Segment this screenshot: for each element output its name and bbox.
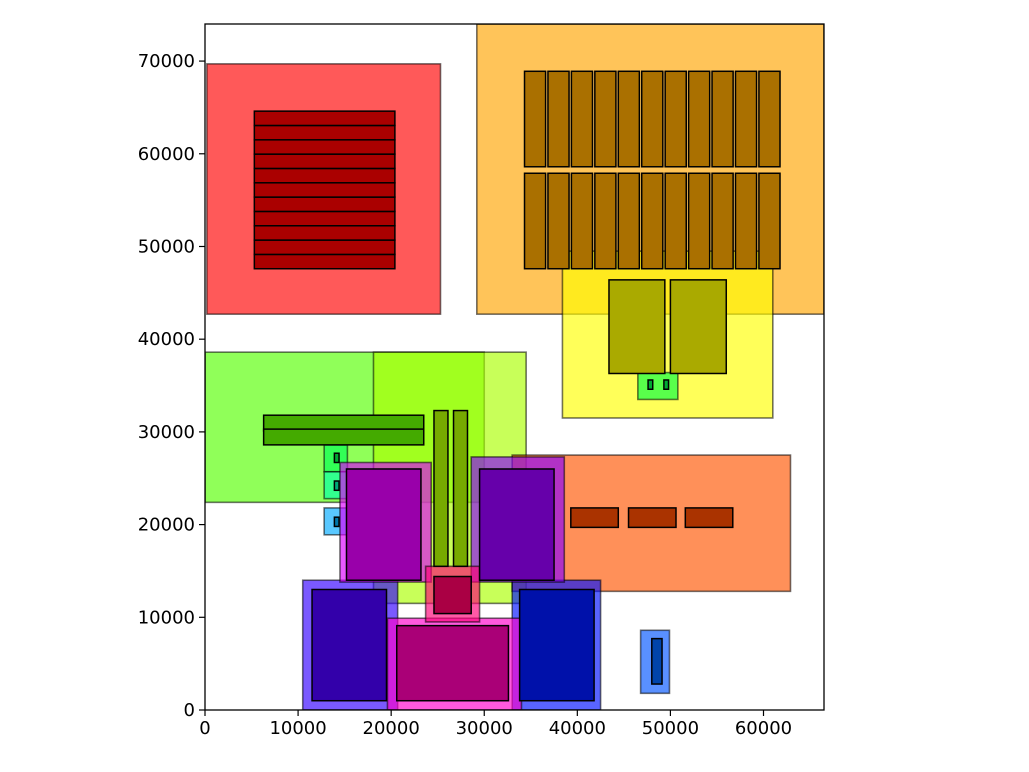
component-39 (452, 409, 469, 568)
component-48 (518, 588, 595, 702)
component-52 (433, 575, 472, 615)
component-37 (262, 428, 425, 446)
component-8 (253, 153, 396, 170)
component-47 (311, 588, 388, 702)
component-29 (664, 172, 688, 270)
component-16 (617, 70, 641, 168)
y-tick-label: 0 (184, 700, 195, 721)
y-tick-label: 10000 (138, 607, 195, 628)
component-25 (570, 172, 594, 270)
component-46 (651, 637, 663, 685)
component-22 (758, 70, 781, 168)
region-17 (637, 371, 679, 401)
y-tick-label: 50000 (138, 236, 195, 257)
component-9 (253, 139, 396, 155)
component-17 (640, 70, 664, 168)
y-tick-label: 30000 (138, 422, 195, 443)
component-44 (333, 480, 340, 492)
x-tick-label: 20000 (363, 718, 420, 739)
x-tick-label: 10000 (269, 718, 326, 739)
component-53 (647, 379, 654, 390)
x-tick-label: 60000 (735, 718, 792, 739)
component-43 (333, 452, 340, 464)
component-34 (608, 279, 666, 375)
component-49 (345, 468, 422, 581)
component-50 (478, 468, 555, 581)
component-23 (523, 172, 547, 270)
component-11 (253, 110, 396, 127)
component-32 (734, 172, 758, 270)
plot-area (205, 24, 824, 710)
component-27 (617, 172, 641, 270)
component-24 (547, 172, 570, 270)
component-15 (594, 70, 617, 168)
component-54 (663, 379, 670, 390)
component-1 (253, 253, 396, 270)
component-51 (396, 624, 510, 702)
x-axis: 0 10000 20000 30000 40000 50000 60000 (199, 710, 792, 739)
component-3 (253, 225, 396, 241)
y-tick-label: 20000 (138, 515, 195, 536)
component-38 (433, 409, 449, 568)
component-41 (627, 507, 677, 529)
component-20 (711, 70, 734, 168)
component-14 (570, 70, 594, 168)
component-28 (640, 172, 664, 270)
plot-frame (204, 23, 825, 711)
component-26 (594, 172, 617, 270)
component-19 (687, 70, 711, 168)
component-2 (253, 239, 396, 256)
component-40 (570, 507, 620, 529)
component-4 (253, 210, 396, 227)
component-18 (664, 70, 688, 168)
component-12 (523, 70, 547, 168)
components-layer (253, 70, 781, 702)
component-31 (711, 172, 734, 270)
component-33 (758, 172, 781, 270)
x-tick-label: 30000 (456, 718, 513, 739)
component-21 (734, 70, 758, 168)
component-35 (669, 279, 728, 375)
x-tick-label: 50000 (642, 718, 699, 739)
y-tick-label: 70000 (138, 51, 195, 72)
component-45 (333, 516, 340, 528)
y-axis: 0 10000 20000 30000 40000 50000 60000 70000 (138, 51, 205, 721)
component-10 (253, 124, 396, 141)
x-tick-label: 40000 (549, 718, 606, 739)
component-7 (253, 167, 396, 184)
component-5 (253, 196, 396, 213)
x-tick-label: 0 (199, 718, 210, 739)
component-30 (687, 172, 711, 270)
component-13 (547, 70, 570, 168)
component-6 (253, 182, 396, 198)
y-tick-label: 60000 (138, 144, 195, 165)
component-42 (684, 507, 734, 529)
y-tick-label: 40000 (138, 329, 195, 350)
